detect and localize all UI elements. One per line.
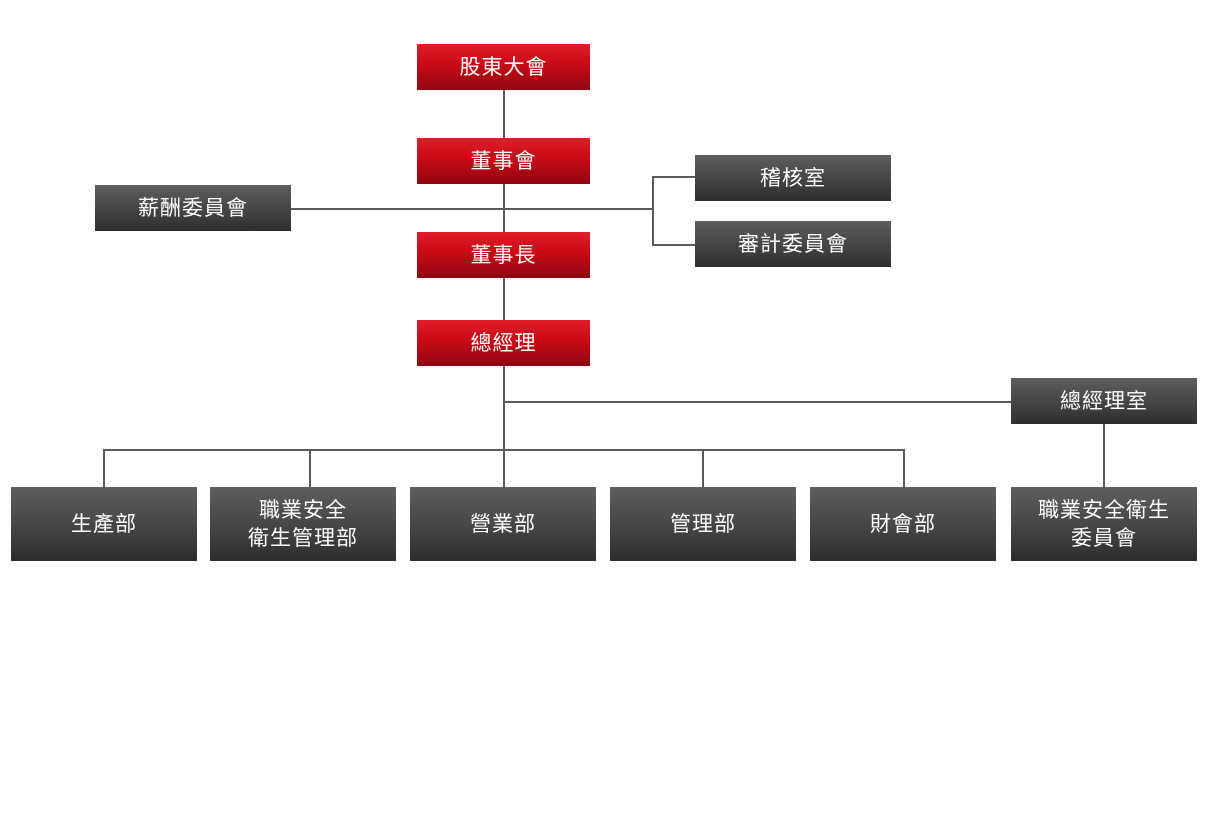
department-management-box[interactable]: 管理部 bbox=[610, 487, 796, 561]
connector-line bbox=[652, 176, 696, 178]
connector-line bbox=[702, 449, 704, 487]
department-finance-label: 財會部 bbox=[870, 512, 936, 536]
chairman-box[interactable]: 董事長 bbox=[417, 232, 590, 278]
shareholders-meeting-box[interactable]: 股東大會 bbox=[417, 44, 590, 90]
department-production-box[interactable]: 生產部 bbox=[11, 487, 197, 561]
connector-line bbox=[903, 449, 905, 487]
audit-committee-label: 審計委員會 bbox=[738, 232, 848, 256]
safety-health-committee-label: 職業安全衛生 委員會 bbox=[1038, 498, 1170, 550]
connector-line bbox=[503, 401, 1012, 403]
remuneration-committee-box[interactable]: 薪酬委員會 bbox=[95, 185, 291, 231]
department-sales-label: 營業部 bbox=[470, 512, 536, 536]
audit-committee-box[interactable]: 審計委員會 bbox=[695, 221, 891, 267]
department-production-label: 生產部 bbox=[71, 512, 137, 536]
gm-office-label: 總經理室 bbox=[1060, 389, 1148, 413]
department-occupational-safety-box[interactable]: 職業安全 衛生管理部 bbox=[210, 487, 396, 561]
connector-line bbox=[1103, 424, 1105, 487]
safety-health-committee-box[interactable]: 職業安全衛生 委員會 bbox=[1011, 487, 1197, 561]
department-finance-box[interactable]: 財會部 bbox=[810, 487, 996, 561]
shareholders-meeting-label: 股東大會 bbox=[459, 55, 548, 79]
remuneration-committee-label: 薪酬委員會 bbox=[138, 196, 248, 220]
audit-office-label: 稽核室 bbox=[760, 166, 826, 190]
connector-line bbox=[652, 244, 696, 246]
connector-line bbox=[291, 208, 653, 210]
department-occupational-safety-label: 職業安全 衛生管理部 bbox=[248, 498, 358, 550]
connector-line bbox=[103, 449, 105, 487]
gm-office-box[interactable]: 總經理室 bbox=[1011, 378, 1197, 424]
general-manager-box[interactable]: 總經理 bbox=[417, 320, 590, 366]
department-management-label: 管理部 bbox=[670, 512, 736, 536]
board-of-directors-label: 董事會 bbox=[470, 149, 537, 173]
connector-line bbox=[309, 449, 311, 487]
chairman-label: 董事長 bbox=[470, 243, 537, 267]
board-of-directors-box[interactable]: 董事會 bbox=[417, 138, 590, 184]
department-sales-box[interactable]: 營業部 bbox=[410, 487, 596, 561]
connector-line bbox=[503, 449, 505, 487]
audit-office-box[interactable]: 稽核室 bbox=[695, 155, 891, 201]
general-manager-label: 總經理 bbox=[470, 331, 537, 355]
connector-line bbox=[652, 177, 654, 245]
